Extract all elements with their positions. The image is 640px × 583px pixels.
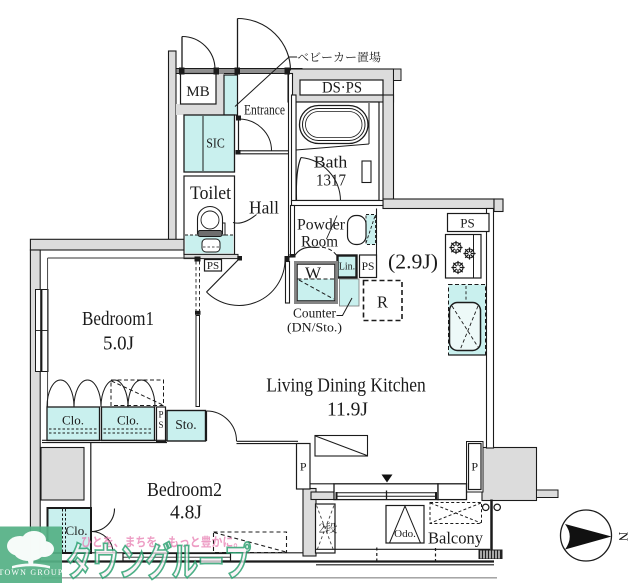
svg-text:R: R xyxy=(377,293,388,312)
svg-text:Bath: Bath xyxy=(314,153,348,172)
svg-text:Counter: Counter xyxy=(293,306,336,321)
svg-text:Living Dining Kitchen: Living Dining Kitchen xyxy=(266,376,426,397)
svg-text:P: P xyxy=(471,460,478,474)
svg-text:Powder: Powder xyxy=(297,217,346,234)
svg-text:Room: Room xyxy=(301,234,338,251)
svg-text:5.0J: 5.0J xyxy=(103,334,134,355)
svg-text:Odo.: Odo. xyxy=(394,528,416,540)
svg-text:P: P xyxy=(158,410,163,420)
svg-text:Toilet: Toilet xyxy=(190,184,232,204)
svg-text:11.9J: 11.9J xyxy=(327,399,368,421)
svg-text:(2.9J): (2.9J) xyxy=(388,250,438,274)
svg-text:Clo.: Clo. xyxy=(65,523,87,538)
svg-text:Bedroom1: Bedroom1 xyxy=(82,309,154,330)
svg-text:DS·PS: DS·PS xyxy=(322,80,362,97)
svg-text:(DN/Sto.): (DN/Sto.) xyxy=(287,320,342,335)
svg-text:PS: PS xyxy=(362,261,375,273)
svg-text:Clo.: Clo. xyxy=(117,413,139,428)
svg-text:MB: MB xyxy=(186,84,210,100)
svg-text:TOWN GROUP: TOWN GROUP xyxy=(0,568,63,577)
svg-text:N: N xyxy=(616,532,631,542)
svg-text:Clo.: Clo. xyxy=(62,413,84,428)
svg-text:Lin.: Lin. xyxy=(339,262,355,273)
svg-text:W: W xyxy=(305,264,322,283)
svg-text:Hall: Hall xyxy=(249,198,279,218)
svg-text:Sto.: Sto. xyxy=(175,417,196,432)
svg-text:PS: PS xyxy=(460,216,474,231)
svg-text:SIC: SIC xyxy=(206,137,225,152)
svg-text:Bedroom2: Bedroom2 xyxy=(147,480,222,501)
svg-text:4.8J: 4.8J xyxy=(170,502,202,524)
svg-text:1317: 1317 xyxy=(316,171,346,190)
svg-text:Balcony: Balcony xyxy=(428,529,483,548)
svg-text:Entrance: Entrance xyxy=(244,103,285,119)
svg-text:P: P xyxy=(300,460,307,474)
svg-text:S: S xyxy=(158,420,163,430)
svg-text:PS: PS xyxy=(207,260,219,272)
